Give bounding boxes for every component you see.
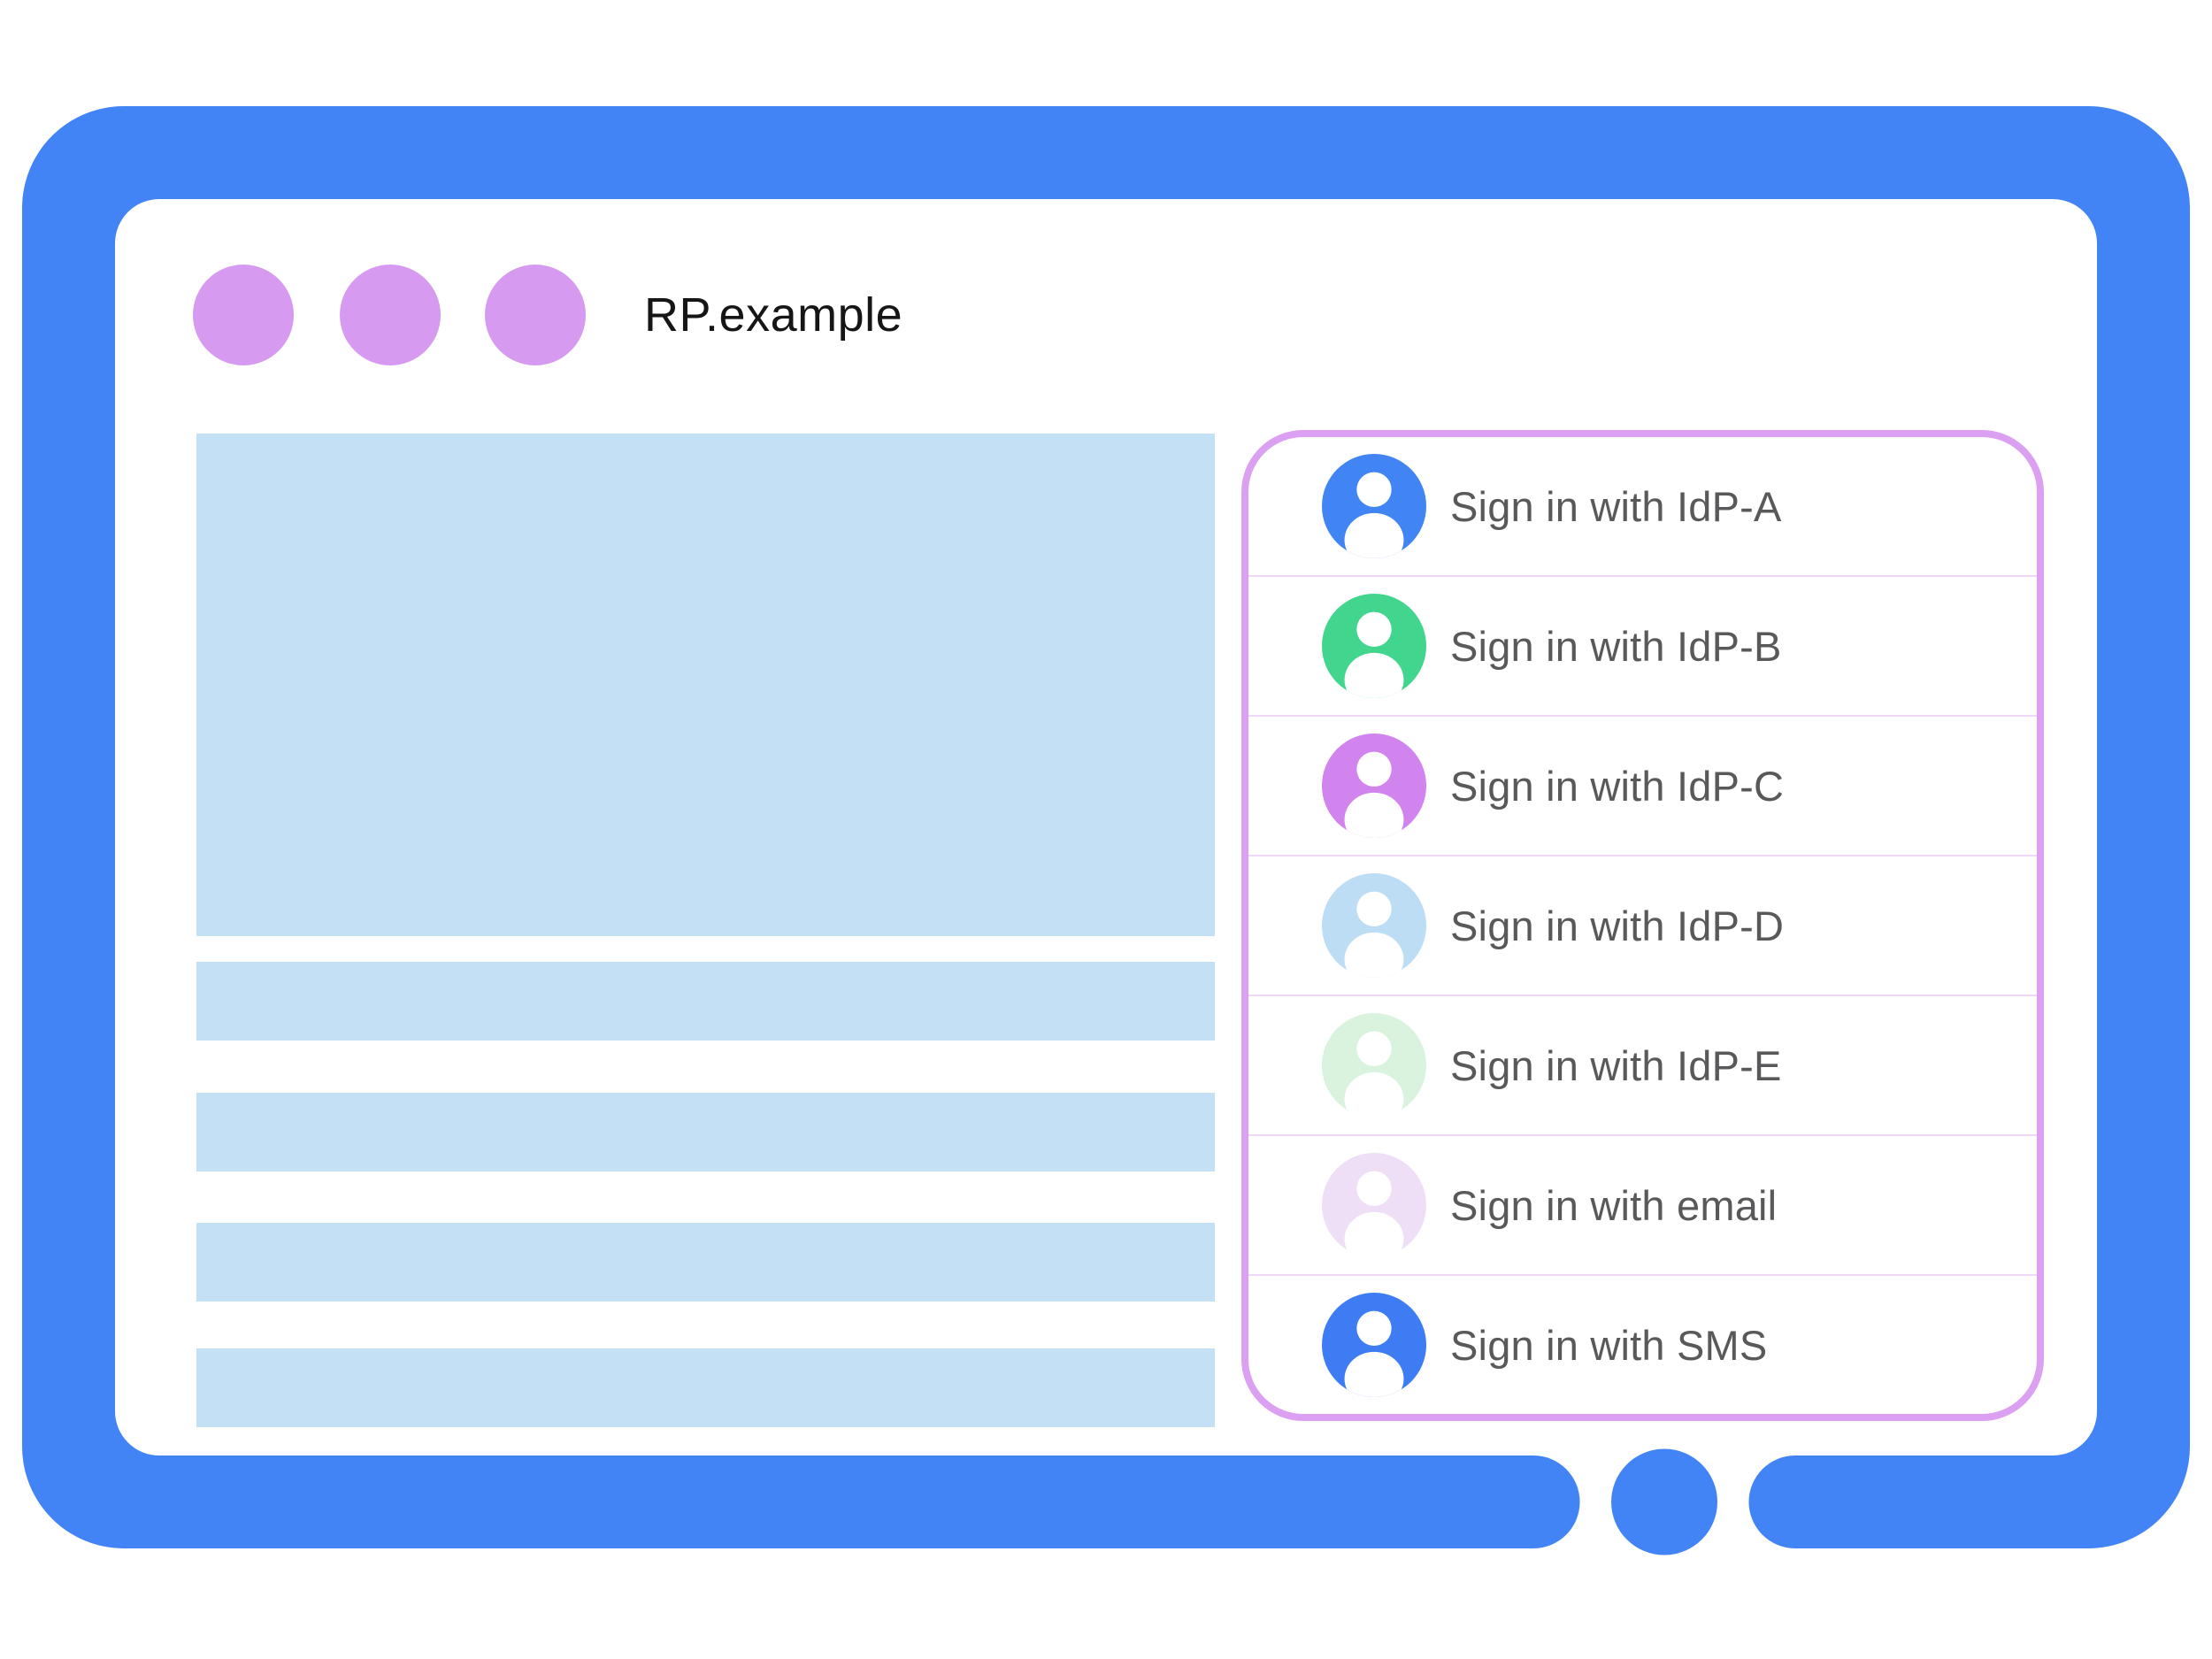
signin-option-label: Sign in with email (1450, 1181, 1778, 1229)
person-avatar-icon (1322, 454, 1426, 558)
content-placeholder-block (196, 434, 1215, 936)
person-avatar-icon (1322, 594, 1426, 698)
signin-option-idp-e[interactable]: Sign in with IdP-E (1248, 995, 2037, 1134)
window-control-dot-icon[interactable] (340, 265, 441, 365)
bottom-bar-right-cap (1748, 1455, 1842, 1548)
signin-option-label: Sign in with IdP-B (1450, 622, 1782, 670)
signin-option-idp-d[interactable]: Sign in with IdP-D (1248, 855, 2037, 995)
signin-option-label: Sign in with IdP-C (1450, 762, 1785, 810)
site-title: RP.example (644, 288, 903, 342)
signin-option-label: Sign in with IdP-A (1450, 482, 1782, 530)
home-button[interactable] (1611, 1448, 1717, 1555)
signin-option-idp-c[interactable]: Sign in with IdP-C (1248, 715, 2037, 855)
person-avatar-icon (1322, 873, 1426, 978)
signin-option-label: Sign in with IdP-E (1450, 1041, 1782, 1089)
person-avatar-icon (1322, 1153, 1426, 1257)
person-avatar-icon (1322, 733, 1426, 838)
person-avatar-icon (1322, 1013, 1426, 1118)
person-avatar-icon (1322, 1293, 1426, 1397)
signin-option-label: Sign in with SMS (1450, 1321, 1768, 1369)
content-placeholder-line (196, 1223, 1215, 1302)
bottom-bar-left-cap (1486, 1455, 1580, 1548)
signin-option-email[interactable]: Sign in with email (1248, 1134, 2037, 1274)
signin-option-sms[interactable]: Sign in with SMS (1248, 1274, 2037, 1414)
signin-option-label: Sign in with IdP-D (1450, 902, 1785, 949)
content-placeholder-line (196, 1093, 1215, 1171)
signin-chooser-panel: Sign in with IdP-A Sign in with IdP-B Si… (1241, 430, 2044, 1421)
content-placeholder-line (196, 1348, 1215, 1427)
window-control-dot-icon[interactable] (485, 265, 586, 365)
window-control-dot-icon[interactable] (193, 265, 294, 365)
signin-option-idp-b[interactable]: Sign in with IdP-B (1248, 575, 2037, 715)
content-placeholder-line (196, 962, 1215, 1041)
signin-option-idp-a[interactable]: Sign in with IdP-A (1248, 437, 2037, 575)
